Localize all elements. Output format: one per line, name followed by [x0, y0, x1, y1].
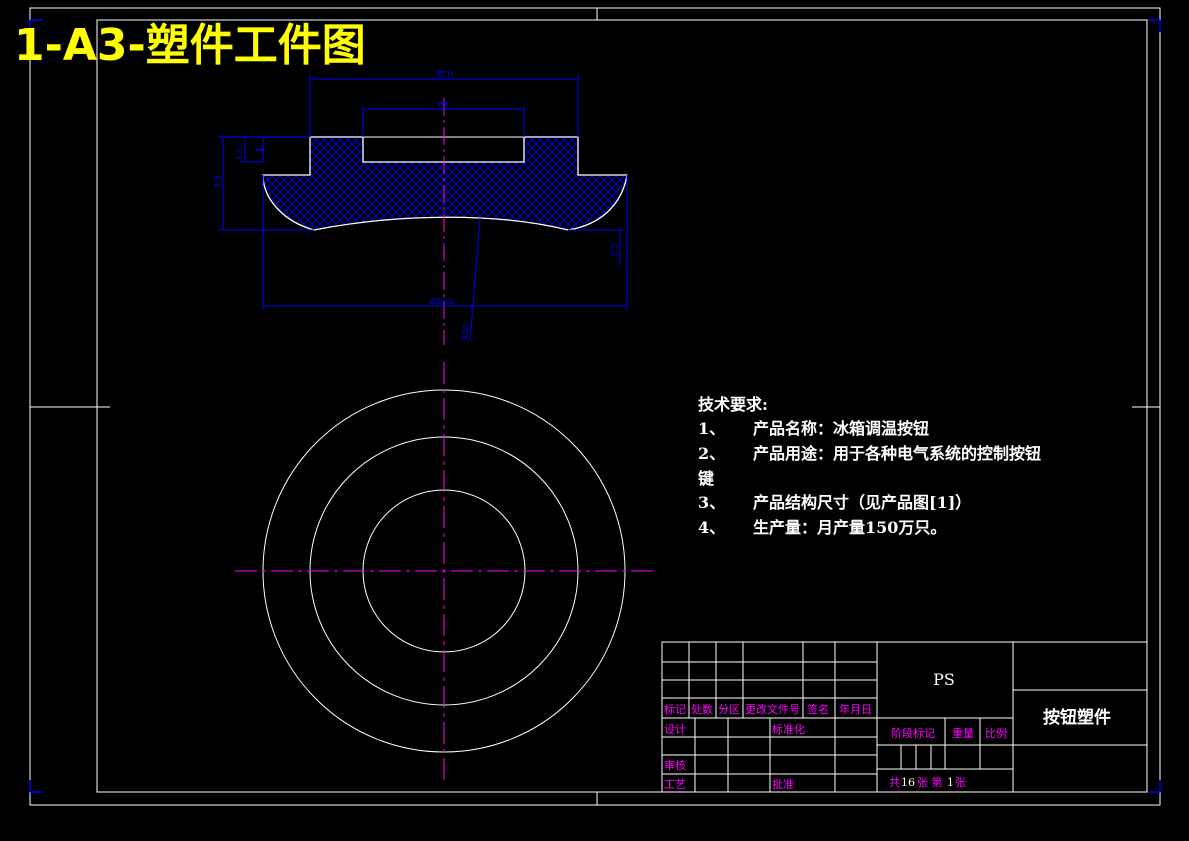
label-weight: 重量 — [952, 726, 974, 740]
section-view: Ø10 Ø5 Ø13.5 3.5 1.5 1 0.5 R24 — [213, 69, 628, 345]
dim-inner-hole: Ø5 — [437, 99, 448, 109]
label-process: 工艺 — [664, 778, 686, 791]
sheets-total: 16 — [901, 776, 915, 789]
dim-right-depth: 0.5 — [610, 243, 619, 256]
sheets-middle: 张 第 — [917, 775, 943, 789]
label-scale: 比例 — [985, 726, 1007, 740]
sheets-prefix: 共 — [889, 776, 900, 789]
tech-item-2-cont: 键 — [697, 469, 714, 488]
inner-frame — [96, 19, 1148, 793]
tech-item-3-num: 3、 — [698, 493, 725, 512]
outer-frame — [29, 7, 1161, 806]
material-text: PS — [933, 670, 955, 689]
dim-outer-top: Ø10 — [436, 69, 452, 79]
tech-item-2-num: 2、 — [698, 444, 725, 463]
dim-radius: R24 — [461, 324, 470, 340]
tech-item-1-text: 产品名称：冰箱调温按钮 — [753, 419, 929, 438]
tech-item-4-num: 4、 — [698, 518, 725, 537]
label-approve: 批准 — [772, 777, 794, 791]
drawing-title: 1-A3-塑件工件图 — [14, 20, 366, 71]
tech-item-3-text: 产品结构尺寸（见产品图[1]） — [753, 493, 971, 512]
label-zone: 分区 — [718, 703, 740, 716]
label-count: 处数 — [691, 703, 713, 716]
label-date: 年月日 — [839, 702, 872, 716]
label-review: 审核 — [664, 758, 686, 772]
label-design: 设计 — [664, 723, 686, 736]
sheets-suffix: 张 — [955, 776, 966, 789]
tech-item-4-text: 生产量：月产量150万只。 — [753, 518, 946, 537]
plan-view — [235, 362, 655, 782]
part-name-text: 按钮塑件 — [1043, 707, 1111, 728]
section-body — [262, 136, 628, 231]
corner-marks — [29, 19, 1161, 793]
dim-base-diameter: Ø13.5 — [430, 296, 454, 306]
label-mark: 标记 — [664, 702, 686, 716]
dim-left-step: 1.5 — [235, 147, 244, 160]
sheets-current: 1 — [947, 776, 954, 789]
dim-left-small: 1 — [255, 147, 264, 152]
tech-item-2-text: 产品用途：用于各种电气系统的控制按钮 — [753, 444, 1041, 463]
centering-marks — [30, 8, 1160, 805]
dim-left-total: 3.5 — [213, 175, 222, 188]
title-block: PS 按钮塑件 标记 处数 分区 更改文件号 签名 年月日 设计 标准化 审核 … — [661, 641, 1148, 793]
tech-requirements: 技术要求: 1、 产品名称：冰箱调温按钮 2、 产品用途：用于各种电气系统的控制… — [697, 395, 1041, 537]
label-doc-no: 更改文件号 — [745, 702, 800, 716]
label-stage-mark: 阶段标记 — [891, 726, 935, 740]
tech-heading: 技术要求: — [698, 395, 768, 414]
tech-item-1-num: 1、 — [698, 419, 725, 438]
label-standardize: 标准化 — [772, 722, 805, 736]
label-sign: 签名 — [807, 702, 829, 716]
